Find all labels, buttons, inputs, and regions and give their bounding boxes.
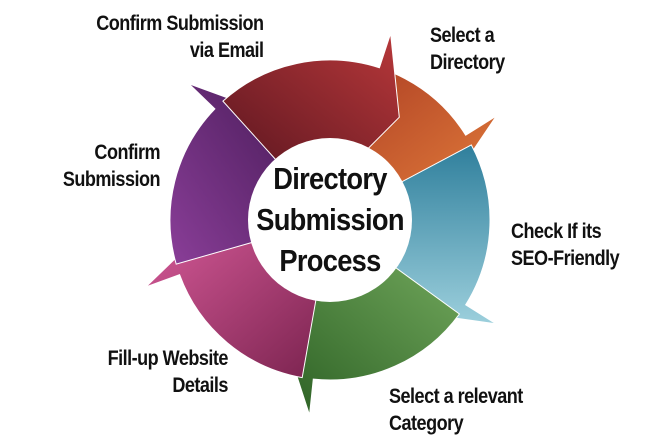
- title-line-1: Directory: [273, 161, 387, 196]
- step-1-line-2: Directory: [430, 51, 505, 74]
- step-6-line-1: Confirm Submission: [96, 12, 265, 35]
- step-2-line-1: Check If its: [511, 220, 602, 243]
- step-5-line-1: Confirm: [94, 141, 160, 164]
- step-4-line-2: Details: [172, 374, 228, 397]
- step-label-select-category: Select a relevant Category: [389, 383, 523, 437]
- title-line-3: Process: [279, 243, 381, 278]
- step-label-confirm-via-email: Confirm Submission via Email: [96, 10, 265, 64]
- step-6-line-2: via Email: [190, 39, 264, 62]
- step-label-confirm-submission: Confirm Submission: [62, 139, 161, 193]
- diagram-title: Directory Submission Process: [240, 158, 420, 281]
- step-label-check-seo: Check If its SEO-Friendly: [511, 218, 620, 272]
- step-4-line-1: Fill-up Website: [107, 347, 229, 370]
- step-label-fill-details: Fill-up Website Details: [107, 345, 229, 399]
- step-5-line-2: Submission: [62, 168, 161, 191]
- title-line-2: Submission: [256, 202, 404, 237]
- center-circle: [248, 138, 412, 302]
- step-3-line-2: Category: [389, 412, 464, 435]
- step-3-line-1: Select a relevant: [389, 385, 523, 408]
- step-2-line-2: SEO-Friendly: [511, 247, 620, 270]
- step-1-line-1: Select a: [430, 24, 495, 47]
- step-label-select-directory: Select a Directory: [430, 22, 505, 76]
